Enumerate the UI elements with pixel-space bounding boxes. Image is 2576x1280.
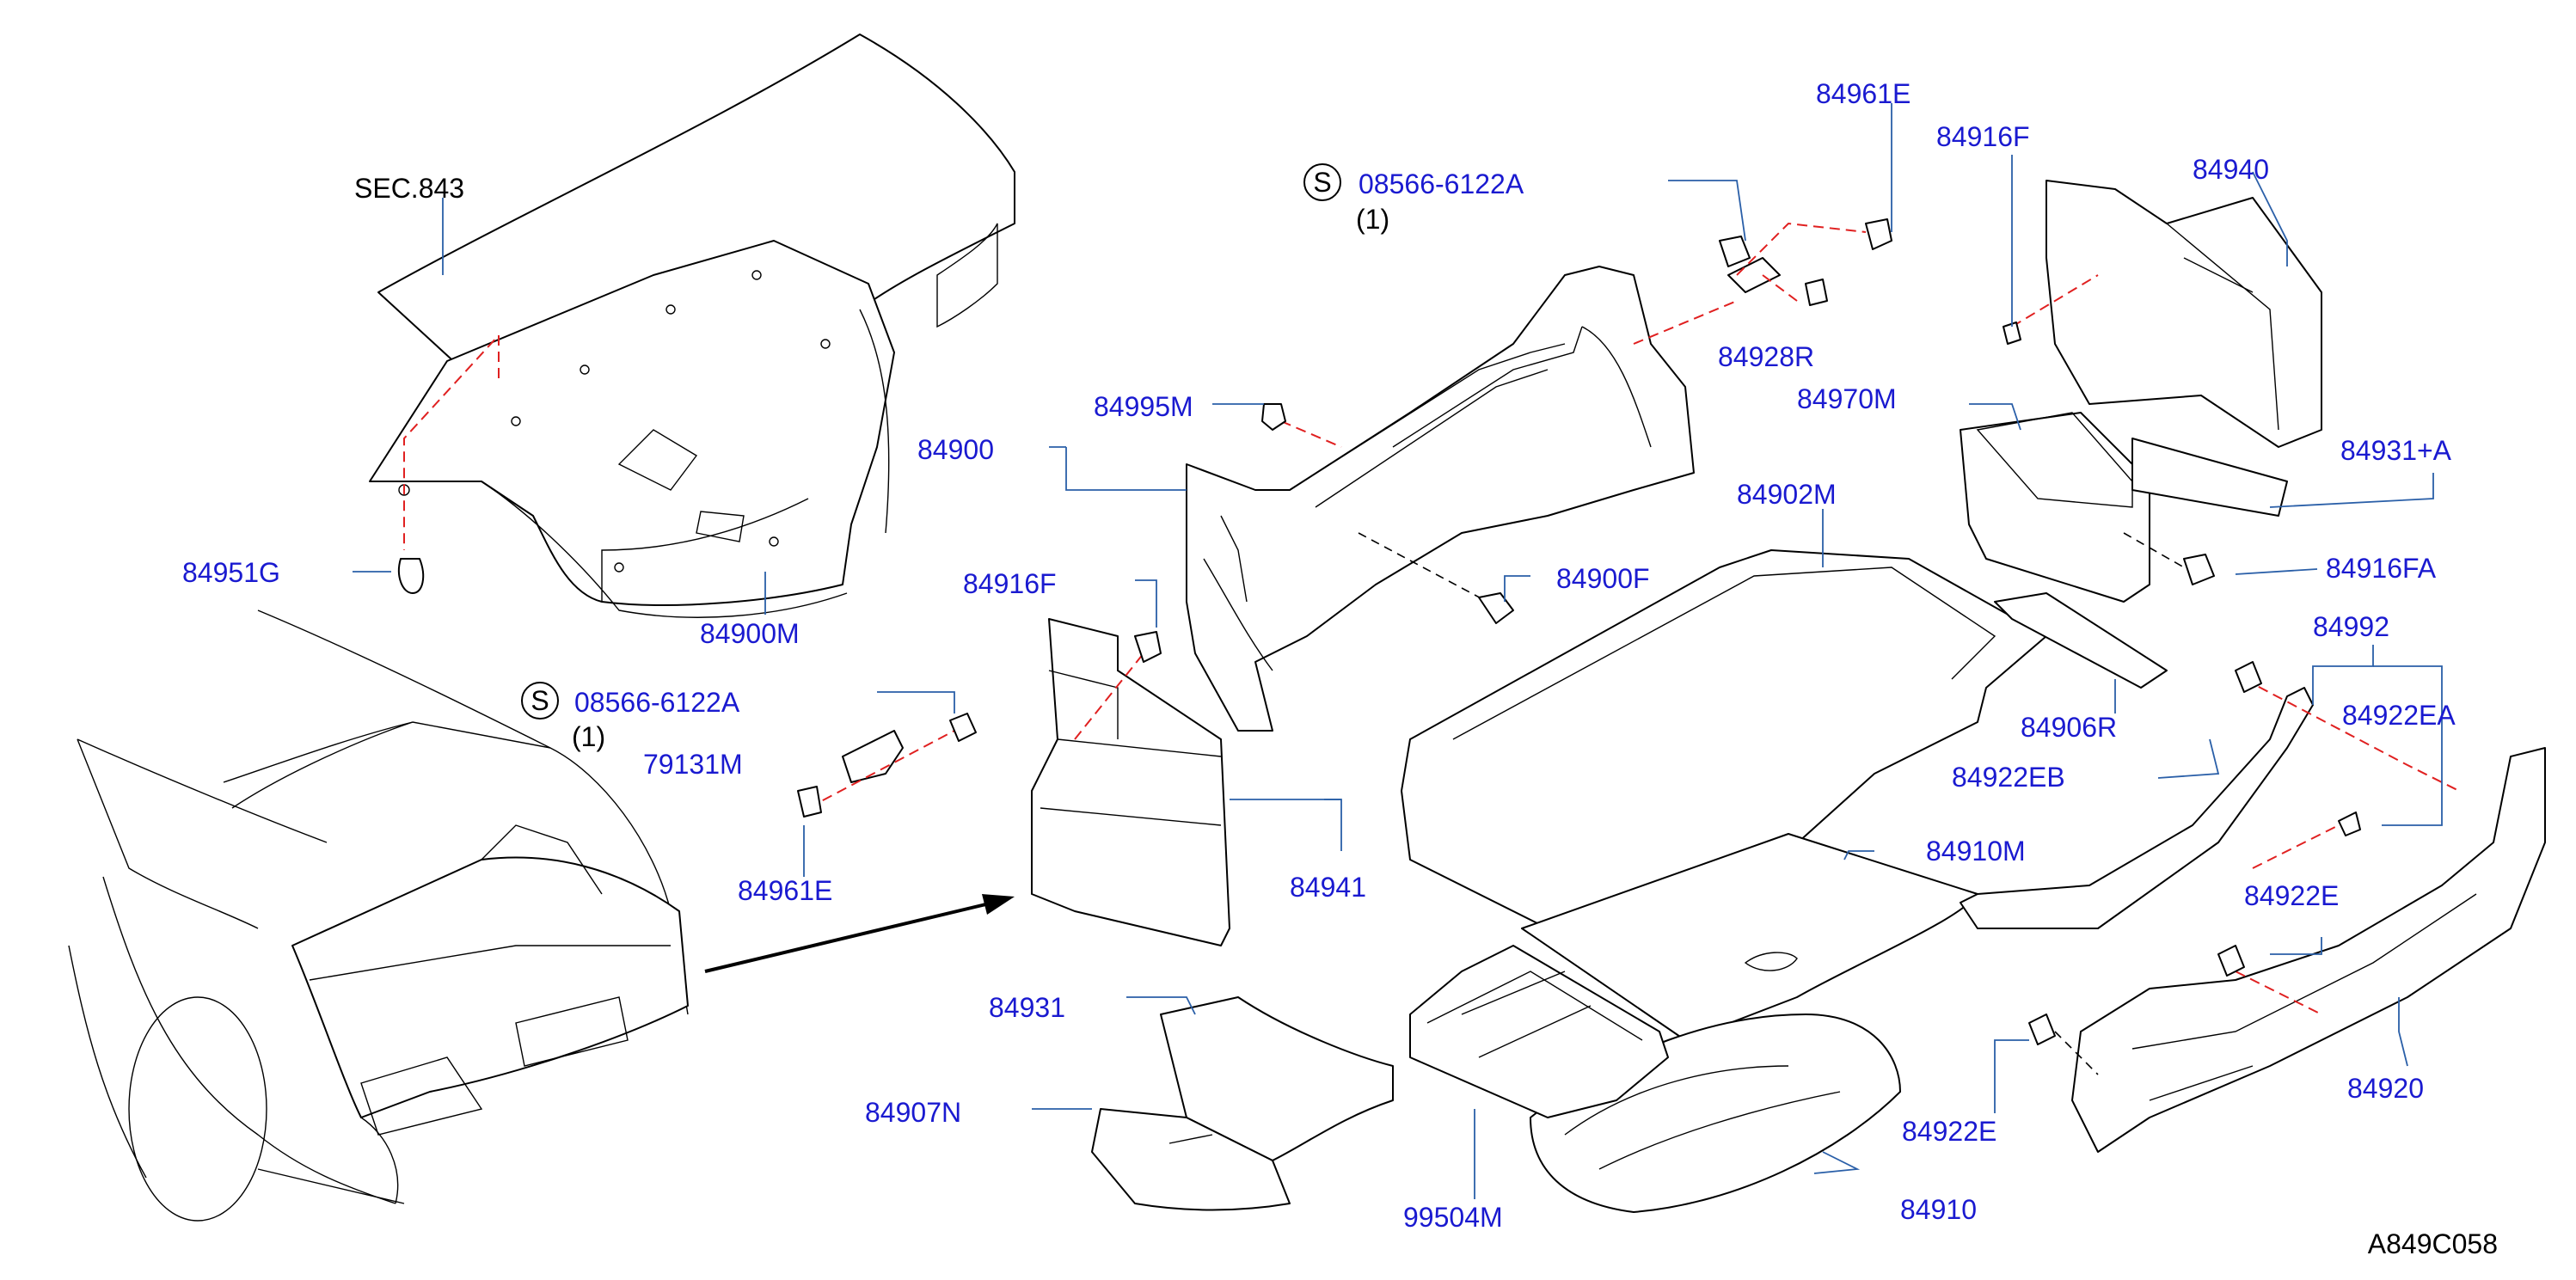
label-84906R[interactable]: 84906R [2021, 712, 2117, 743]
label-84902M[interactable]: 84902M [1737, 479, 1837, 510]
label-84970M[interactable]: 84970M [1797, 383, 1897, 414]
label-84900F[interactable]: 84900F [1556, 563, 1650, 594]
floor-mats [1091, 996, 1394, 1211]
label-screw-b-part[interactable]: 08566-6122A [1359, 168, 1524, 199]
label-84951G[interactable]: 84951G [182, 557, 280, 588]
car-body-drawing [68, 609, 1015, 1222]
label-84916FA[interactable]: 84916FA [2326, 553, 2437, 584]
label-84941[interactable]: 84941 [1290, 872, 1366, 903]
screw-symbol-a: S [521, 682, 559, 720]
label-79131M[interactable]: 79131M [643, 749, 743, 780]
bracket-79131M [797, 713, 977, 818]
label-84922E-b[interactable]: 84922E [1902, 1116, 1996, 1147]
label-84910M[interactable]: 84910M [1926, 836, 2026, 867]
trunk-lid-drawing [369, 34, 1015, 618]
label-84940[interactable]: 84940 [2193, 154, 2269, 185]
trunk-side-trim-84941 [1031, 618, 1230, 946]
finisher-84906R [1994, 592, 2168, 689]
label-sec843: SEC.843 [354, 173, 464, 204]
label-84995M[interactable]: 84995M [1094, 391, 1193, 422]
callout-labels: SEC.843 84951G 84900M S 08566-6122A (1) … [182, 78, 2498, 1259]
label-84920[interactable]: 84920 [2347, 1073, 2424, 1104]
label-screw-a-qty: (1) [572, 721, 605, 752]
trunk-floor-board-84902M [1401, 549, 2047, 929]
label-84900M[interactable]: 84900M [700, 618, 800, 649]
screw-symbol-b: S [1303, 163, 1341, 201]
label-84900[interactable]: 84900 [917, 434, 994, 465]
label-84910[interactable]: 84910 [1900, 1194, 1977, 1225]
label-84961E-a[interactable]: 84961E [738, 875, 832, 906]
label-84922EA[interactable]: 84922EA [2342, 700, 2456, 731]
trunk-side-trim-84940 [2003, 180, 2322, 448]
fasteners-84928R [1719, 218, 1892, 306]
label-84928R[interactable]: 84928R [1718, 341, 1814, 372]
storage-tray-99504M [1409, 945, 1669, 1118]
diagram-code: A849C058 [2368, 1228, 2498, 1259]
screw-symbol-a-letter: S [531, 685, 549, 716]
label-84961E-b[interactable]: 84961E [1816, 78, 1911, 109]
label-99504M[interactable]: 99504M [1403, 1202, 1503, 1233]
rear-trim-84920 [1960, 661, 2546, 1153]
label-84916F-a[interactable]: 84916F [963, 568, 1057, 599]
label-84922E-a[interactable]: 84922E [2244, 880, 2339, 911]
label-84922EB[interactable]: 84922EB [1952, 762, 2065, 793]
label-84931[interactable]: 84931 [989, 992, 1065, 1023]
label-screw-b-qty: (1) [1356, 204, 1389, 235]
screw-symbol-b-letter: S [1313, 167, 1331, 198]
label-screw-a-part[interactable]: 08566-6122A [574, 687, 740, 718]
label-84931A[interactable]: 84931+A [2340, 435, 2452, 466]
trunk-side-trim-left [1186, 266, 1738, 732]
label-84916F-b[interactable]: 84916F [1936, 121, 2030, 152]
label-84907N[interactable]: 84907N [865, 1097, 961, 1128]
storage-box-84970M [1960, 412, 2288, 603]
label-84992[interactable]: 84992 [2313, 611, 2389, 642]
leader-lines [353, 103, 2443, 1199]
